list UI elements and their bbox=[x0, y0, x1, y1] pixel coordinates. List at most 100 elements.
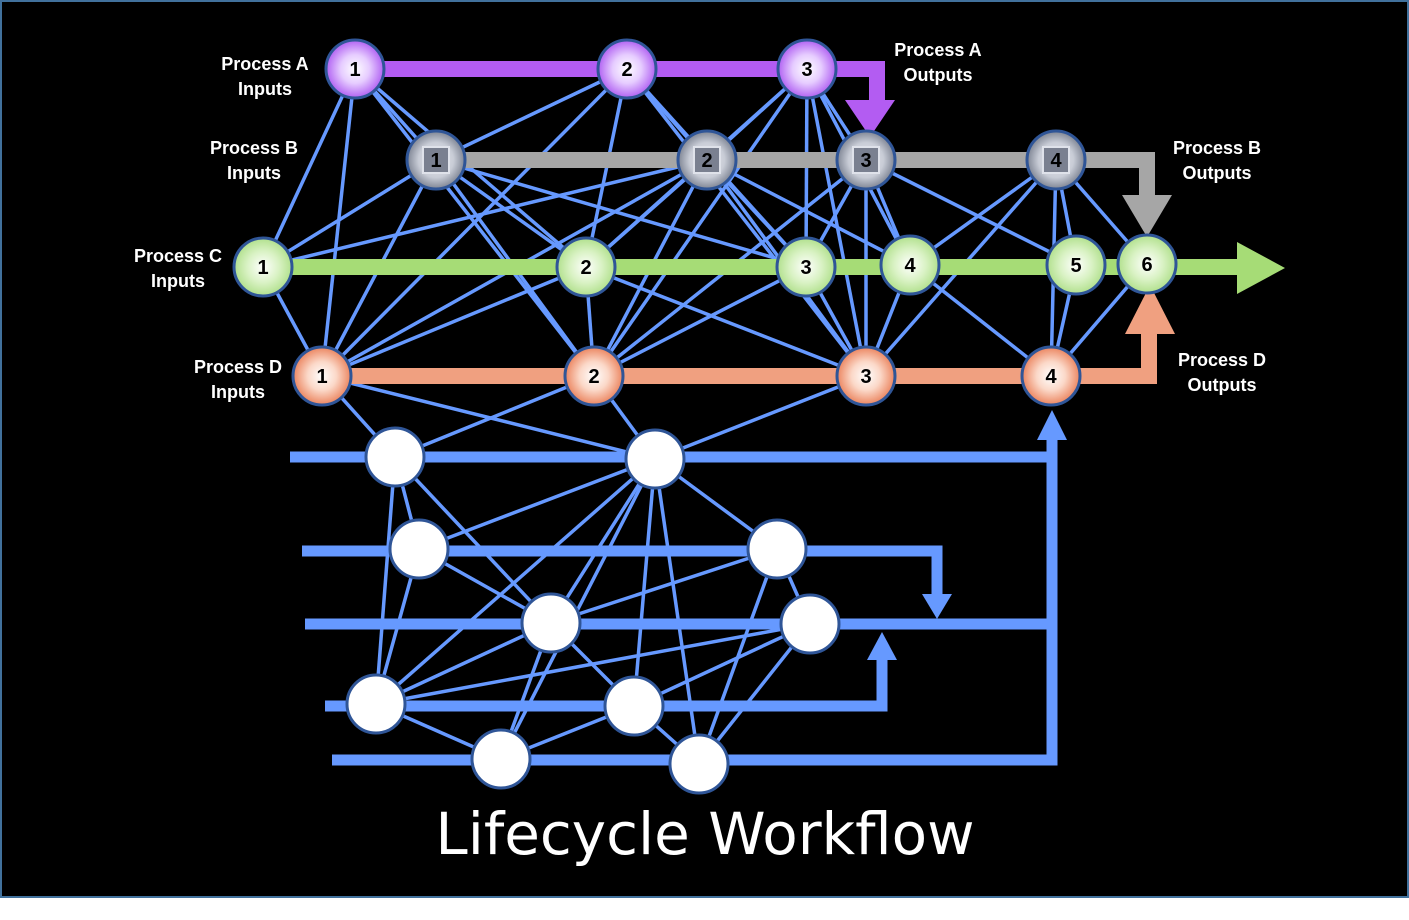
process-d-step-node: 3 bbox=[835, 345, 897, 407]
arrow-down-icon bbox=[1122, 195, 1172, 237]
resource-node bbox=[746, 518, 808, 580]
process-a-step-node: 1 bbox=[324, 38, 386, 100]
resource-lane bbox=[302, 545, 943, 598]
process-c-step-node: 3 bbox=[775, 236, 837, 298]
mesh-edge bbox=[261, 68, 357, 268]
step-circle bbox=[291, 345, 353, 407]
mesh-edge bbox=[262, 158, 708, 269]
mesh-edge bbox=[434, 158, 588, 269]
mesh-edge bbox=[321, 265, 587, 378]
mesh-edge bbox=[262, 158, 437, 269]
mesh-edge bbox=[374, 456, 397, 705]
process-b-inputs-label: Process B bbox=[210, 138, 298, 158]
step-circle bbox=[1020, 345, 1082, 407]
mesh-edge bbox=[654, 374, 867, 461]
process-c-step-node: 1 bbox=[232, 236, 294, 298]
step-number: 5 bbox=[1070, 255, 1081, 277]
resource-node bbox=[470, 728, 532, 790]
process-b-inputs-label: Inputs bbox=[227, 163, 281, 183]
step-square bbox=[852, 146, 880, 174]
process-d-inputs-label: Inputs bbox=[211, 382, 265, 402]
step-number: 3 bbox=[801, 59, 812, 81]
mesh-edge bbox=[393, 455, 553, 625]
process-b-step-node: 4 bbox=[1025, 129, 1087, 191]
process-b-outputs-label: Process B bbox=[1173, 138, 1261, 158]
resource-node bbox=[624, 428, 686, 490]
mesh-edge bbox=[585, 265, 867, 378]
arrow-up-icon bbox=[867, 632, 897, 660]
resource-node bbox=[668, 733, 730, 795]
arrow-up-icon bbox=[1125, 285, 1175, 334]
process-c-step-node: 5 bbox=[1045, 234, 1107, 296]
step-number: 2 bbox=[621, 59, 632, 81]
mesh-edge bbox=[653, 458, 701, 765]
process-a-outputs-label: Outputs bbox=[904, 65, 973, 85]
arrow-up-icon bbox=[1037, 410, 1067, 440]
step-number: 2 bbox=[701, 150, 712, 172]
diagram-title: Lifecycle Workflow bbox=[435, 800, 974, 868]
resource-node bbox=[345, 673, 407, 735]
process-d-step-node: 2 bbox=[563, 345, 625, 407]
step-circle bbox=[555, 236, 617, 298]
arrow-down-icon bbox=[845, 100, 895, 137]
resource-node bbox=[779, 593, 841, 655]
resource-lane bbox=[332, 432, 1058, 766]
resource-lanes bbox=[290, 410, 1067, 766]
process-d-step-node: 1 bbox=[291, 345, 353, 407]
step-number: 4 bbox=[1050, 150, 1062, 172]
mesh-edge bbox=[375, 622, 811, 706]
arrow-down-icon bbox=[922, 594, 952, 619]
step-number: 4 bbox=[1045, 366, 1057, 388]
step-number: 3 bbox=[860, 366, 871, 388]
process-d-outputs-label: Process D bbox=[1178, 350, 1266, 370]
step-circle bbox=[324, 38, 386, 100]
process-d-inputs-label: Process D bbox=[194, 357, 282, 377]
process-c-step-node: 4 bbox=[879, 234, 941, 296]
step-circle bbox=[1045, 234, 1107, 296]
step-circle bbox=[775, 236, 837, 298]
mesh-edge bbox=[706, 158, 911, 267]
step-number: 3 bbox=[800, 257, 811, 279]
mesh-edge bbox=[865, 158, 1077, 267]
step-square bbox=[693, 146, 721, 174]
process-c-inputs-label: Inputs bbox=[151, 271, 205, 291]
step-circle bbox=[835, 345, 897, 407]
mesh-edge bbox=[550, 547, 778, 625]
step-square bbox=[1042, 146, 1070, 174]
step-circle bbox=[879, 234, 941, 296]
mesh-edge bbox=[592, 68, 809, 377]
step-circle bbox=[776, 38, 838, 100]
process-a-inputs-label: Inputs bbox=[238, 79, 292, 99]
mesh-edge bbox=[805, 68, 868, 377]
process-b-step-node: 3 bbox=[835, 129, 897, 191]
process-d-step-node: 4 bbox=[1020, 345, 1082, 407]
mesh-edge bbox=[633, 622, 811, 708]
mesh-edge bbox=[418, 457, 656, 551]
mesh-edge bbox=[394, 374, 595, 459]
process-c-step-node: 6 bbox=[1116, 233, 1178, 295]
process-a-step-node: 2 bbox=[596, 38, 658, 100]
step-number: 1 bbox=[316, 366, 327, 388]
process-b-bar bbox=[436, 152, 1155, 197]
resource-lane bbox=[325, 657, 888, 712]
step-number: 4 bbox=[904, 255, 916, 277]
process-b-step-node: 1 bbox=[405, 129, 467, 191]
step-number: 2 bbox=[580, 257, 591, 279]
resource-node bbox=[364, 426, 426, 488]
process-b-outputs-label: Outputs bbox=[1183, 163, 1252, 183]
step-circle bbox=[1116, 233, 1178, 295]
step-circle bbox=[563, 345, 625, 407]
resource-node bbox=[520, 592, 582, 654]
mesh-edge bbox=[435, 67, 628, 162]
mesh-edge bbox=[320, 68, 357, 377]
mesh-edge bbox=[549, 458, 657, 624]
mesh-edge bbox=[593, 265, 807, 378]
process-b-step-node: 2 bbox=[676, 129, 738, 191]
process-a-step-node: 3 bbox=[776, 38, 838, 100]
step-number: 2 bbox=[588, 366, 599, 388]
mesh-edge bbox=[374, 457, 657, 706]
step-number: 1 bbox=[430, 150, 441, 172]
mesh-edge bbox=[435, 158, 807, 269]
